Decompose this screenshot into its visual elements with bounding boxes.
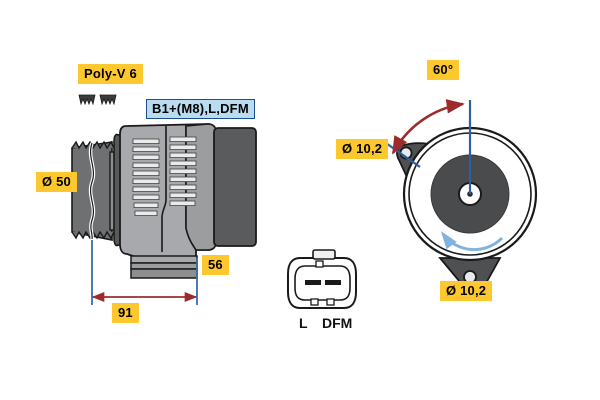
end-view-group <box>382 99 538 298</box>
mounting-foot <box>130 255 198 279</box>
connector-guide-top <box>315 260 324 268</box>
callout-mount-height: 56 <box>202 255 229 275</box>
alternator-housing-group <box>113 123 257 279</box>
dimension-lines-side-view <box>91 240 198 305</box>
connector-pin-l <box>305 280 321 285</box>
rotation-direction-arrow <box>440 231 504 252</box>
connector-latch <box>312 249 336 260</box>
connector-group <box>287 249 357 309</box>
cooling-slots-left <box>132 138 160 216</box>
connector-pin-label-dfm: DFM <box>322 315 353 331</box>
connector-guide-bottom-left <box>310 298 319 306</box>
rear-cover <box>213 127 257 247</box>
poly-v-profile-icons <box>78 94 117 106</box>
callout-terminals: B1+(M8),L,DFM <box>146 99 255 119</box>
callout-pulley-diameter: Ø 50 <box>36 172 77 192</box>
callout-bolt-hole-top: Ø 10,2 <box>336 139 389 159</box>
callout-poly-v: Poly-V 6 <box>78 64 143 84</box>
connector-cavity <box>294 265 351 301</box>
callout-length-overall: 91 <box>112 303 139 323</box>
cooling-slots-right <box>169 136 197 206</box>
angle-arc-60 <box>391 99 465 155</box>
callout-bolt-hole-bottom: Ø 10,2 <box>440 281 493 301</box>
connector-pin-label-l: L <box>299 315 308 331</box>
callout-angle: 60° <box>427 60 460 80</box>
connector-pin-dfm <box>325 280 341 285</box>
connector-guide-bottom-right <box>326 298 335 306</box>
